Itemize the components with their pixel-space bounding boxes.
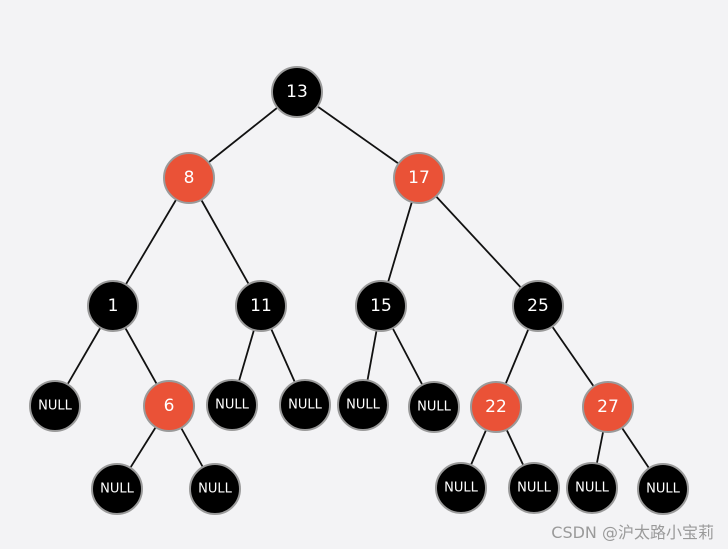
null-leaf-node: NULL [508, 462, 560, 514]
black-node-circle [206, 379, 258, 431]
node-label: NULL [575, 481, 609, 496]
tree-node-25: 25 [512, 280, 564, 332]
node-label: NULL [100, 482, 134, 497]
null-leaf-node: NULL [637, 463, 689, 515]
black-node-circle [435, 462, 487, 514]
null-leaf-node: NULL [279, 379, 331, 431]
red-node-circle [163, 152, 215, 204]
node-label: 15 [370, 296, 392, 316]
tree-node-11: 11 [235, 280, 287, 332]
node-label: NULL [38, 399, 72, 414]
null-leaf-node: NULL [206, 379, 258, 431]
node-label: 27 [597, 397, 619, 417]
tree-node-8: 8 [163, 152, 215, 204]
node-label: 13 [286, 82, 308, 102]
black-node-circle [337, 379, 389, 431]
black-node-circle [271, 66, 323, 118]
tree-node-6: 6 [143, 380, 195, 432]
black-node-circle [355, 280, 407, 332]
node-label: 8 [184, 168, 195, 188]
null-leaf-node: NULL [435, 462, 487, 514]
node-label: NULL [346, 398, 380, 413]
tree-node-13: 13 [271, 66, 323, 118]
red-node-circle [582, 381, 634, 433]
edge-n17-n25 [418, 177, 539, 307]
black-node-circle [637, 463, 689, 515]
node-label: 22 [485, 397, 507, 417]
black-node-circle [235, 280, 287, 332]
red-node-circle [470, 381, 522, 433]
node-label: NULL [288, 398, 322, 413]
black-node-circle [408, 381, 460, 433]
black-node-circle [29, 380, 81, 432]
node-label: 17 [408, 168, 430, 188]
node-label: NULL [198, 482, 232, 497]
node-label: NULL [417, 400, 451, 415]
black-node-circle [279, 379, 331, 431]
null-leaf-node: NULL [337, 379, 389, 431]
node-label: NULL [215, 398, 249, 413]
black-node-circle [512, 280, 564, 332]
null-leaf-node: NULL [408, 381, 460, 433]
null-leaf-node: NULL [566, 462, 618, 514]
tree-node-1: 1 [87, 280, 139, 332]
black-node-circle [508, 462, 560, 514]
node-label: 1 [108, 296, 119, 316]
black-node-circle [91, 463, 143, 515]
null-leaf-node: NULL [189, 463, 241, 515]
red-node-circle [393, 152, 445, 204]
node-label: 11 [250, 296, 272, 316]
node-label: 6 [164, 396, 175, 416]
red-node-circle [143, 380, 195, 432]
black-node-circle [87, 280, 139, 332]
node-label: 25 [527, 296, 549, 316]
node-label: NULL [444, 481, 478, 496]
tree-node-22: 22 [470, 381, 522, 433]
black-node-circle [189, 463, 241, 515]
tree-node-27: 27 [582, 381, 634, 433]
tree-node-15: 15 [355, 280, 407, 332]
null-leaf-node: NULL [29, 380, 81, 432]
node-label: NULL [646, 482, 680, 497]
tree-node-17: 17 [393, 152, 445, 204]
node-label: NULL [517, 481, 551, 496]
watermark: CSDN @沪太路小宝莉 [551, 523, 714, 542]
black-node-circle [566, 462, 618, 514]
null-leaf-node: NULL [91, 463, 143, 515]
